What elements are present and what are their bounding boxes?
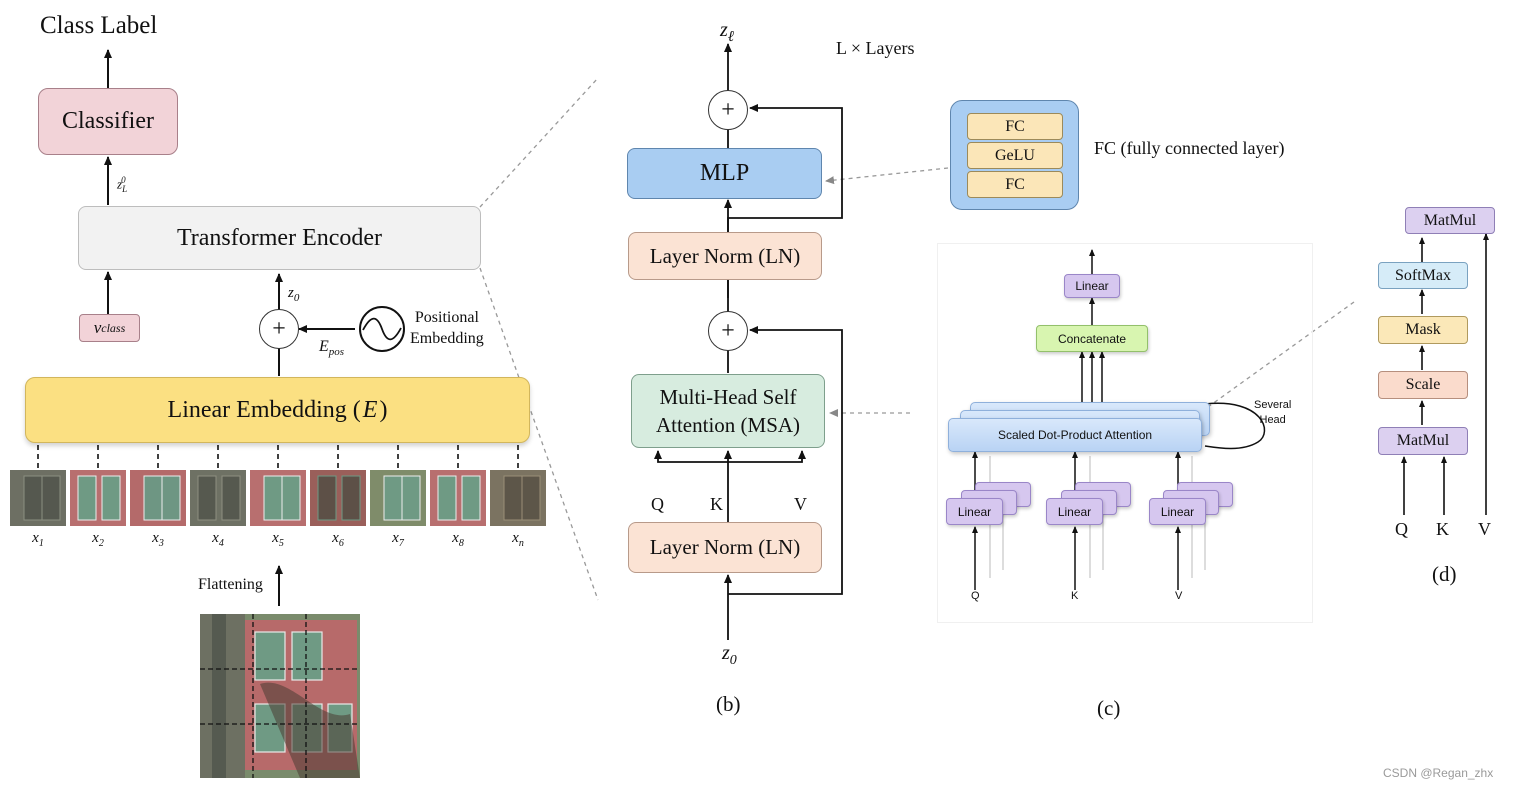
patch-label: x1 (32, 530, 44, 549)
image-patch (370, 470, 426, 526)
msa-box: Multi-Head Self Attention (MSA) (631, 374, 825, 448)
d-k: K (1436, 519, 1449, 539)
c-q: Q (971, 590, 980, 602)
d-softmax: SoftMax (1378, 262, 1468, 289)
patch-label: x6 (332, 530, 344, 549)
positional-embedding-symbol (359, 306, 405, 352)
patch-stubs (37, 445, 519, 468)
caption-b: (b) (716, 692, 741, 716)
classifier-label: Classifier (62, 108, 154, 134)
fc-label: FC (fully connected layer) (1094, 138, 1285, 158)
patch-label: x4 (212, 530, 224, 549)
panel-c-frame (937, 243, 1313, 623)
fc-layer-item: GeLU (967, 142, 1063, 169)
c-linear-v: Linear (1149, 498, 1206, 525)
patch-label: x7 (392, 530, 404, 549)
left-arrows (104, 49, 355, 606)
fc-layer-item: FC (967, 113, 1063, 140)
e-pos-label: Epos (319, 338, 345, 359)
c-linear-q: Linear (946, 498, 1003, 525)
patch-label: x5 (272, 530, 284, 549)
z-l-output-label: zℓ (720, 19, 735, 45)
class-label: Class Label (40, 12, 158, 39)
z0-label: z0 (288, 285, 300, 304)
image-patch (490, 470, 546, 526)
caption-c: (c) (1097, 696, 1121, 720)
residual-add-top: + (708, 90, 748, 130)
d-scale: Scale (1378, 371, 1468, 399)
layer-norm-bottom-box: Layer Norm (LN) (628, 522, 822, 573)
zoom-lines (479, 77, 1355, 601)
transformer-encoder-box: Transformer Encoder (78, 206, 481, 270)
patch-label: x8 (452, 530, 464, 549)
watermark: CSDN @Regan_zhx (1383, 766, 1494, 780)
positional-embedding-label: Positional Embedding (410, 309, 484, 347)
image-patch (10, 470, 66, 526)
layer-norm-top-box: Layer Norm (LN) (628, 232, 822, 280)
z-l0-label: zL0 (117, 175, 128, 194)
c-concatenate: Concatenate (1036, 325, 1148, 352)
several-head-label: Several Head (1254, 399, 1292, 427)
caption-d: (d) (1432, 562, 1457, 586)
patch-label: xn (512, 530, 524, 549)
patch-label: x2 (92, 530, 104, 549)
c-sdpa-box: Scaled Dot-Product Attention (948, 418, 1202, 452)
image-patch (70, 470, 126, 526)
panel-b-k: K (710, 494, 723, 514)
image-patch (310, 470, 366, 526)
d-v: V (1478, 519, 1491, 539)
d-matmul-bottom: MatMul (1378, 427, 1468, 455)
c-linear-k: Linear (1046, 498, 1103, 525)
mlp-box: MLP (627, 148, 822, 199)
d-mask: Mask (1378, 316, 1468, 344)
residual-add-bottom: + (708, 311, 748, 351)
panel-b-v: V (794, 494, 807, 514)
add-positional-node: + (259, 309, 299, 349)
image-patch (430, 470, 486, 526)
d-q: Q (1395, 519, 1408, 539)
d-matmul-top: MatMul (1405, 207, 1495, 234)
patch-label: x3 (152, 530, 164, 549)
fc-layer-item: FC (967, 171, 1063, 198)
c-linear-top: Linear (1064, 274, 1120, 298)
image-patch (190, 470, 246, 526)
classifier-box: Classifier (38, 88, 178, 155)
input-image (200, 614, 360, 778)
transformer-encoder-label: Transformer Encoder (176, 224, 383, 251)
c-v: V (1175, 590, 1183, 602)
linear-embedding-box: Linear Embedding (E) (25, 377, 530, 443)
c-k: K (1071, 590, 1079, 602)
panel-b-q: Q (651, 494, 664, 514)
flattening-label: Flattening (198, 576, 263, 593)
panel-b-arrows (654, 43, 843, 640)
layers-label: L × Layers (836, 38, 915, 58)
image-patch (250, 470, 306, 526)
z0-input-label: z0 (722, 642, 737, 668)
image-patch (130, 470, 186, 526)
